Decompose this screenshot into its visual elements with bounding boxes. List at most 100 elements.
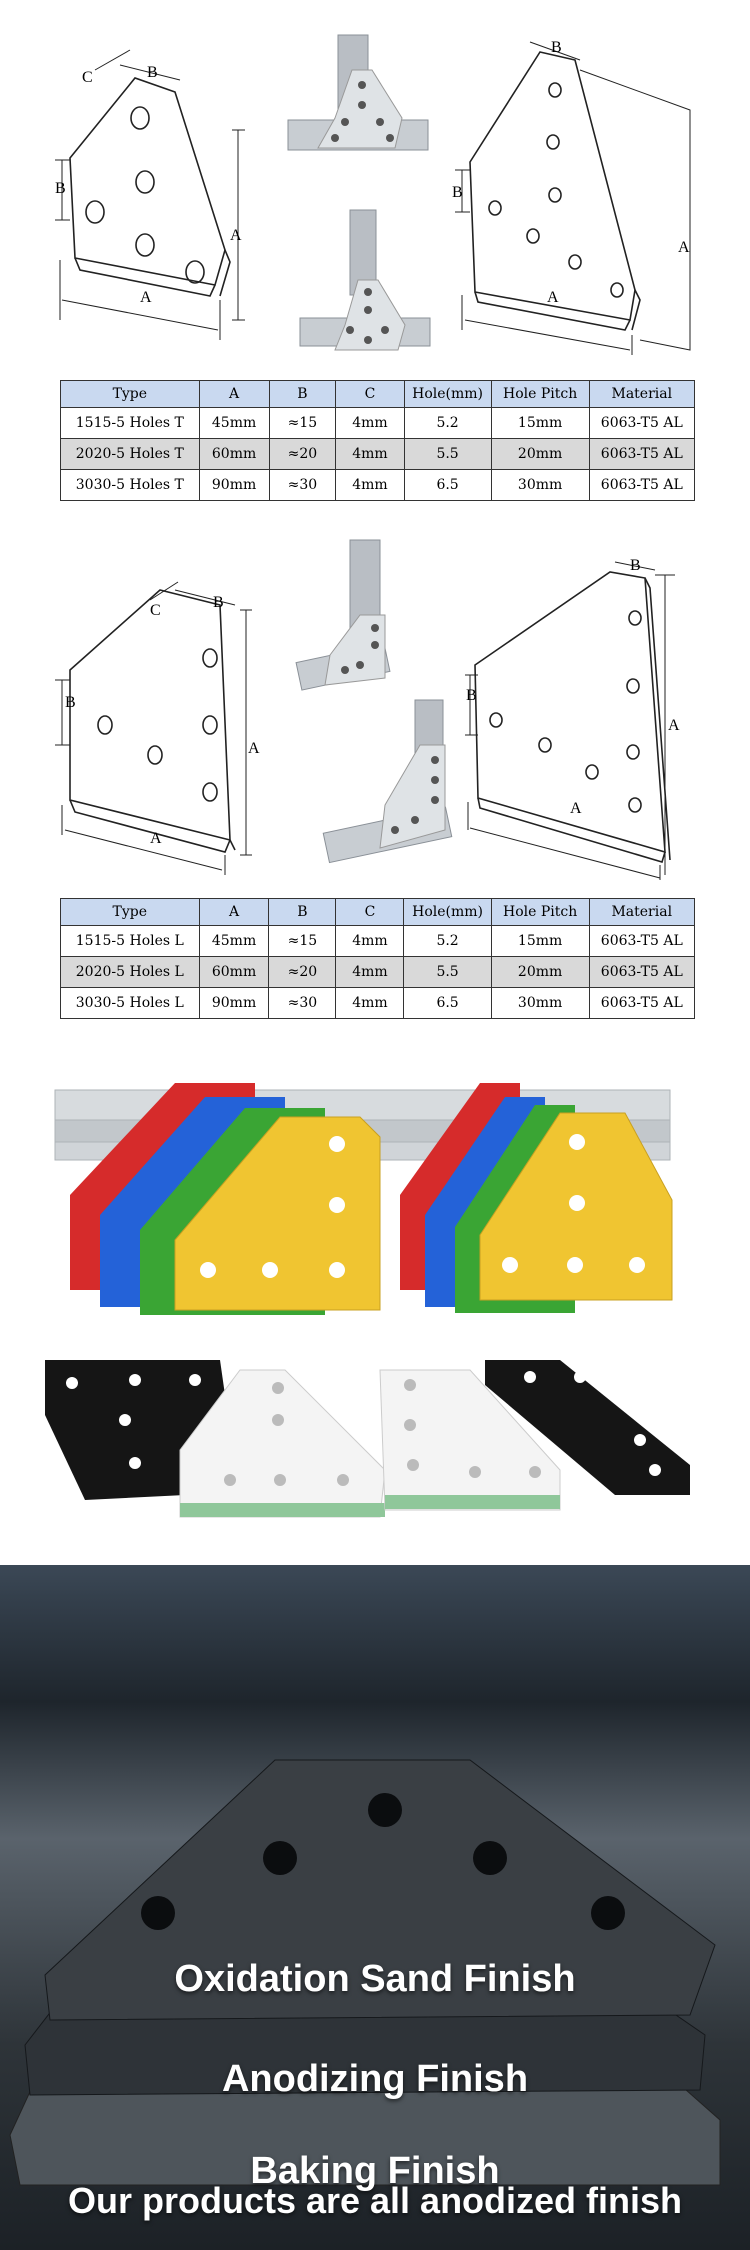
header-hole: Hole(mm) bbox=[403, 898, 492, 926]
dim-label-a: A bbox=[570, 800, 582, 817]
cell: 4mm bbox=[335, 987, 405, 1019]
dim-label-b: B bbox=[213, 594, 224, 611]
dim-label-a: A bbox=[547, 289, 559, 306]
cell: 30mm bbox=[490, 987, 590, 1019]
dim-label-a: A bbox=[668, 717, 680, 734]
cell: 6.5 bbox=[403, 469, 492, 501]
stacked-plates bbox=[9, 1759, 721, 2186]
header-c: C bbox=[335, 380, 405, 408]
cell: 30mm bbox=[490, 469, 590, 501]
cell: 5.5 bbox=[403, 956, 492, 988]
table-row: 3030-5 Holes T 90mm ≈30 4mm 6.5 30mm 606… bbox=[60, 469, 696, 501]
t-plate-drawing-left bbox=[55, 49, 245, 340]
header-hole: Hole(mm) bbox=[403, 380, 492, 408]
cell: 1515-5 Holes L bbox=[60, 925, 200, 957]
table-header-row: Type A B C Hole(mm) Hole Pitch Material bbox=[60, 380, 696, 408]
cell: 4mm bbox=[335, 956, 405, 988]
cell: 90mm bbox=[198, 469, 270, 501]
cell: 3030-5 Holes T bbox=[60, 469, 200, 501]
dim-label-a: A bbox=[150, 830, 162, 847]
cell: 4mm bbox=[335, 438, 405, 470]
t-plate-photo-bottom bbox=[299, 209, 431, 351]
cell: 60mm bbox=[198, 956, 270, 988]
black-l-plate bbox=[485, 1360, 690, 1495]
cell: 45mm bbox=[198, 925, 270, 957]
dim-label-b: B bbox=[452, 184, 463, 201]
cell: 20mm bbox=[490, 438, 590, 470]
cell: 1515-5 Holes T bbox=[60, 407, 200, 439]
table-row: 2020-5 Holes L 60mm ≈20 4mm 5.5 20mm 606… bbox=[60, 956, 696, 988]
t-plate-drawings: A A B B C A A B B bbox=[55, 34, 691, 355]
header-a: A bbox=[198, 380, 270, 408]
l-plate-drawing-right bbox=[465, 561, 675, 880]
yellow-plate-left bbox=[174, 1116, 381, 1311]
cell: 2020-5 Holes T bbox=[60, 438, 200, 470]
cell: 6063-T5 AL bbox=[588, 407, 696, 439]
cell: 15mm bbox=[490, 925, 590, 957]
cell: 6063-T5 AL bbox=[588, 987, 696, 1019]
header-a: A bbox=[198, 898, 270, 926]
black-white-plates-photo bbox=[45, 1360, 690, 1518]
cell: 5.5 bbox=[403, 438, 492, 470]
cell: ≈15 bbox=[268, 925, 337, 957]
header-type: Type bbox=[60, 380, 200, 408]
t-spec-table: Type A B C Hole(mm) Hole Pitch Material … bbox=[60, 380, 696, 501]
l-plate-drawing-left bbox=[55, 581, 252, 875]
header-material: Material bbox=[588, 898, 696, 926]
dim-label-a: A bbox=[140, 289, 152, 306]
cell: 6063-T5 AL bbox=[588, 956, 696, 988]
t-plate-drawing-right bbox=[455, 41, 691, 355]
l-plate-photo-top bbox=[295, 539, 391, 691]
finish-photo: Oxidation Sand Finish Anodizing Finish B… bbox=[0, 1565, 750, 2250]
oxidation-finish-label: Oxidation Sand Finish bbox=[174, 1958, 576, 2000]
cell: 60mm bbox=[198, 438, 270, 470]
l-plate-photo-bottom bbox=[322, 699, 453, 864]
cell: 15mm bbox=[490, 407, 590, 439]
header-c: C bbox=[335, 898, 405, 926]
dim-label-a: A bbox=[230, 227, 242, 244]
table-row: 2020-5 Holes T 60mm ≈20 4mm 5.5 20mm 606… bbox=[60, 438, 696, 470]
table-row: 1515-5 Holes T 45mm ≈15 4mm 5.2 15mm 606… bbox=[60, 407, 696, 439]
cell: 5.2 bbox=[403, 925, 492, 957]
cell: 4mm bbox=[335, 469, 405, 501]
cell: ≈30 bbox=[268, 987, 337, 1019]
cell: 5.2 bbox=[403, 407, 492, 439]
baking-finish-label: Baking Finish bbox=[250, 2150, 500, 2192]
cell: 6.5 bbox=[403, 987, 492, 1019]
dim-label-a: A bbox=[248, 740, 260, 757]
cell: ≈30 bbox=[268, 469, 337, 501]
cell: 4mm bbox=[335, 407, 405, 439]
dim-label-b: B bbox=[466, 687, 477, 704]
cell: 6063-T5 AL bbox=[588, 469, 696, 501]
l-spec-table: Type A B C Hole(mm) Hole Pitch Material … bbox=[60, 898, 696, 1019]
cell: ≈20 bbox=[268, 438, 337, 470]
cell: 2020-5 Holes L bbox=[60, 956, 200, 988]
colored-plates-photo bbox=[54, 1083, 673, 1315]
cell: ≈15 bbox=[268, 407, 337, 439]
cell: 3030-5 Holes L bbox=[60, 987, 200, 1019]
tagline: Our products are all anodized finish bbox=[67, 2180, 683, 2221]
header-b: B bbox=[268, 380, 337, 408]
header-hole-pitch: Hole Pitch bbox=[490, 898, 590, 926]
t-plate-photo-top bbox=[287, 34, 429, 151]
dim-label-b: B bbox=[65, 694, 76, 711]
header-material: Material bbox=[588, 380, 696, 408]
cell: 4mm bbox=[335, 925, 405, 957]
anodizing-finish-label: Anodizing Finish bbox=[221, 2058, 529, 2100]
header-b: B bbox=[268, 898, 337, 926]
cell: 20mm bbox=[490, 956, 590, 988]
table-row: 1515-5 Holes L 45mm ≈15 4mm 5.2 15mm 606… bbox=[60, 925, 696, 957]
table-row: 3030-5 Holes L 90mm ≈30 4mm 6.5 30mm 606… bbox=[60, 987, 696, 1019]
dim-label-c: C bbox=[150, 602, 161, 619]
dim-label-b: B bbox=[55, 180, 66, 197]
dim-label-b: B bbox=[551, 39, 562, 56]
dim-label-a: A bbox=[678, 239, 690, 256]
header-type: Type bbox=[60, 898, 200, 926]
table-header-row: Type A B C Hole(mm) Hole Pitch Material bbox=[60, 898, 696, 926]
white-t-plate bbox=[379, 1369, 561, 1511]
dim-label-b: B bbox=[147, 64, 158, 81]
cell: 90mm bbox=[198, 987, 270, 1019]
cell: 6063-T5 AL bbox=[588, 925, 696, 957]
cell: ≈20 bbox=[268, 956, 337, 988]
dim-label-b: B bbox=[630, 557, 641, 574]
